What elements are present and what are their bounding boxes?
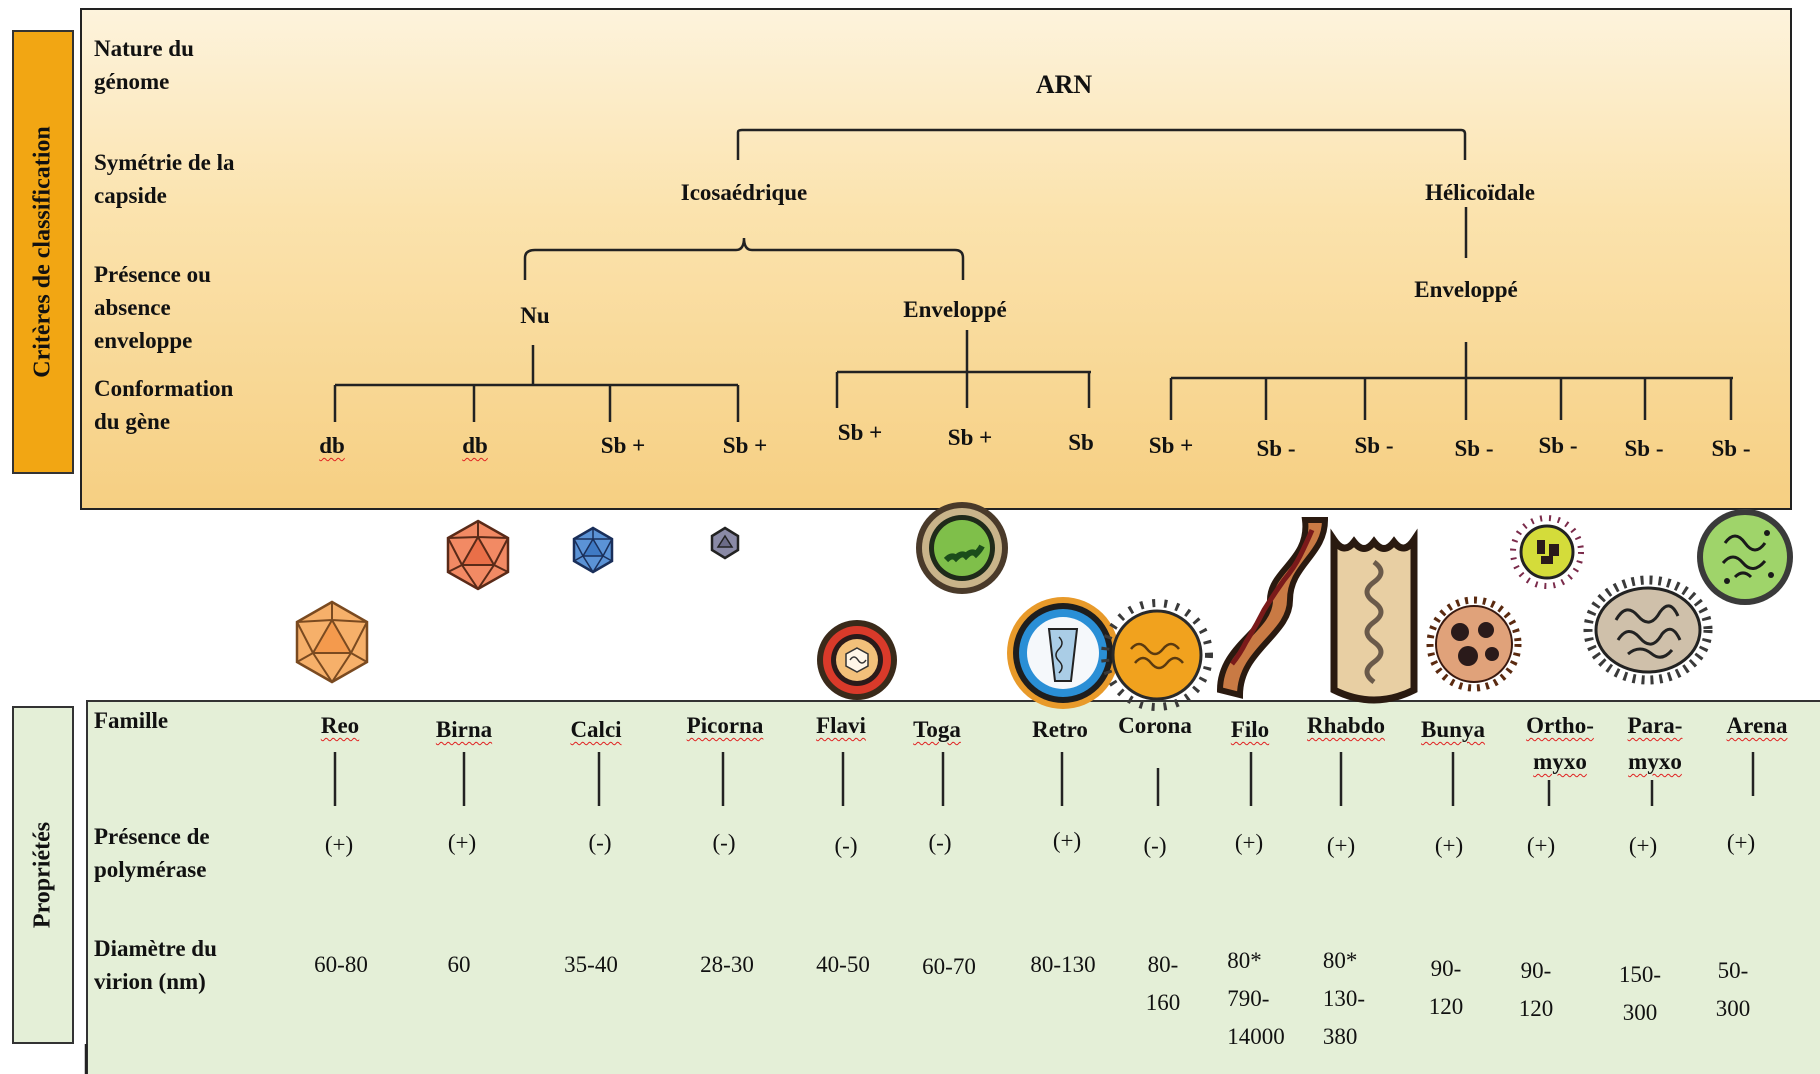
leaf-conformation: Sb -	[1355, 433, 1394, 459]
family-name: Toga	[913, 712, 961, 748]
property-polymerase-line1: Présence de	[94, 820, 210, 853]
leaf-conformation: db	[462, 433, 488, 459]
node-envelope-icosahedral: Enveloppé	[903, 297, 1007, 323]
leaf-conformation: Sb -	[1539, 433, 1578, 459]
node-genome-arn: ARN	[1036, 70, 1092, 100]
polymerase-value: (+)	[1235, 830, 1263, 856]
family-name: Calci	[570, 712, 621, 748]
family-name: Corona	[1118, 708, 1192, 744]
polymerase-value: (-)	[1144, 833, 1167, 859]
polymerase-value: (+)	[1629, 833, 1657, 859]
polymerase-value: (+)	[1053, 828, 1081, 854]
leaf-conformation: Sb -	[1712, 436, 1751, 462]
polymerase-value: (-)	[929, 830, 952, 856]
diameter-value: 80* 130- 380	[1323, 942, 1365, 1056]
family-name: Arena	[1727, 708, 1788, 744]
family-name: Birna	[436, 712, 492, 748]
diameter-value: 80* 790- 14000	[1227, 942, 1285, 1056]
leaf-conformation: Sb +	[601, 433, 645, 459]
property-diametre-line2: virion (nm)	[94, 965, 217, 998]
diameter-value: 60-80	[314, 946, 368, 984]
leaf-conformation: Sb -	[1257, 436, 1296, 462]
family-name: Retro	[1032, 712, 1088, 748]
diameter-value: 80-130	[1030, 946, 1095, 984]
family-name: Flavi	[816, 708, 866, 744]
polymerase-value: (-)	[589, 830, 612, 856]
diameter-value: 40-50	[816, 946, 870, 984]
family-name: Picorna	[687, 708, 764, 744]
diameter-value: 60	[448, 946, 471, 984]
polymerase-value: (+)	[1435, 833, 1463, 859]
property-diametre-label: Diamètre du virion (nm)	[94, 932, 217, 998]
leaf-conformation: Sb +	[838, 420, 882, 446]
leaf-conformation: Sb	[1068, 430, 1094, 456]
family-name: Reo	[321, 708, 359, 744]
diameter-value: 90- 120	[1429, 950, 1464, 1026]
polymerase-value: (+)	[325, 832, 353, 858]
family-name: Para- myxo	[1628, 708, 1683, 780]
leaf-conformation: Sb -	[1455, 436, 1494, 462]
diameter-value: 80- 160	[1146, 946, 1181, 1022]
family-name: Ortho- myxo	[1526, 708, 1594, 780]
family-name: Bunya	[1421, 712, 1485, 748]
polymerase-value: (+)	[1527, 833, 1555, 859]
leaf-conformation: Sb +	[948, 425, 992, 451]
node-symmetry-helical: Hélicoïdale	[1425, 180, 1535, 206]
property-polymerase-label: Présence de polymérase	[94, 820, 210, 886]
diameter-value: 50- 300	[1716, 952, 1751, 1028]
diameter-value: 90- 120	[1519, 952, 1554, 1028]
node-symmetry-icosahedral: Icosaédrique	[681, 180, 808, 206]
polymerase-value: (-)	[835, 833, 858, 859]
node-envelope-nu: Nu	[520, 303, 549, 329]
property-famille-label: Famille	[94, 704, 168, 737]
leaf-conformation: db	[319, 433, 345, 459]
diameter-value: 150- 300	[1619, 956, 1661, 1032]
diameter-value: 28-30	[700, 946, 754, 984]
property-diametre-line1: Diamètre du	[94, 932, 217, 965]
leaf-conformation: Sb -	[1625, 436, 1664, 462]
polymerase-value: (+)	[1727, 830, 1755, 856]
family-name: Rhabdo	[1307, 708, 1385, 744]
family-name: Filo	[1231, 712, 1269, 748]
node-envelope-helical: Enveloppé	[1414, 277, 1518, 303]
polymerase-value: (+)	[1327, 833, 1355, 859]
property-polymerase-line2: polymérase	[94, 853, 210, 886]
diameter-value: 35-40	[564, 946, 618, 984]
polymerase-value: (+)	[448, 830, 476, 856]
leaf-conformation: Sb +	[1149, 433, 1193, 459]
diameter-value: 60-70	[922, 948, 976, 986]
polymerase-value: (-)	[713, 830, 736, 856]
leaf-conformation: Sb +	[723, 433, 767, 459]
